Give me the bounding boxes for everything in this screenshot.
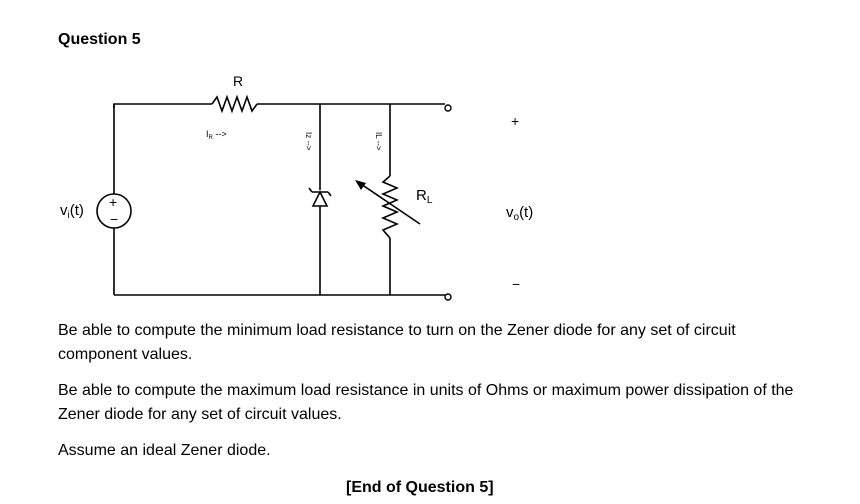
voltage-source-icon	[96, 193, 132, 229]
variable-arrow-icon	[357, 181, 421, 225]
assumption-paragraph: Assume an ideal Zener diode.	[58, 442, 271, 459]
zener-diode-icon	[308, 187, 332, 207]
output-plus-sign: +	[511, 113, 519, 129]
source-minus-sign: −	[110, 211, 118, 227]
zener-current-label: Iz -->	[304, 132, 313, 151]
load-resistor-icon	[380, 175, 400, 239]
output-minus-sign: −	[512, 276, 520, 292]
resistor-current-label: IR -->	[206, 129, 227, 141]
source-plus-sign: +	[109, 194, 117, 210]
requirement-paragraph: Be able to compute the maximum load resi…	[58, 382, 794, 423]
output-terminal-bottom	[444, 293, 452, 301]
load-current-label: IL -->	[374, 132, 383, 151]
resistor-r-label: R	[233, 73, 243, 89]
resistor-r-icon	[211, 94, 258, 114]
input-voltage-label: vi(t)	[60, 202, 84, 221]
end-of-question-label: [End of Question 5]	[346, 479, 494, 496]
output-terminal-top	[444, 104, 452, 112]
question-title: Question 5	[58, 31, 141, 48]
output-voltage-label: vo(t)	[506, 204, 533, 223]
top-wire-left	[113, 103, 212, 108]
requirement-paragraph: Be able to compute the minimum load resi…	[58, 322, 736, 363]
load-resistor-label: RL	[416, 187, 433, 206]
